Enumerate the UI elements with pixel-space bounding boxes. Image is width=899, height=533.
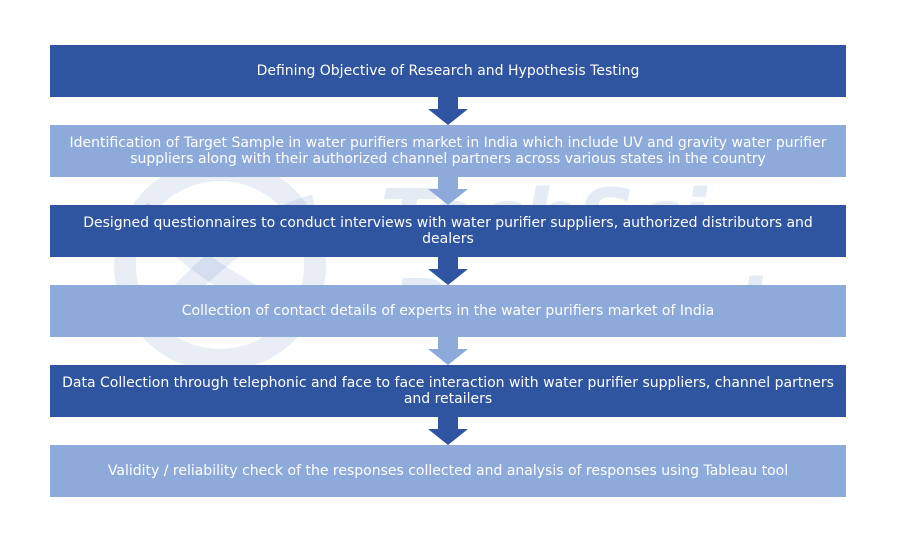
step-label: Data Collection through telephonic and f… [62, 375, 834, 407]
down-arrow-icon [428, 337, 468, 365]
step-identify-target-sample: Identification of Target Sample in water… [50, 125, 846, 177]
step-label: Validity / reliability check of the resp… [107, 463, 789, 479]
step-design-questionnaires: Designed questionnaires to conduct inter… [50, 205, 846, 257]
step-label: Defining Objective of Research and Hypot… [256, 63, 640, 79]
step-data-collection: Data Collection through telephonic and f… [50, 365, 846, 417]
step-collect-contacts: Collection of contact details of experts… [50, 285, 846, 337]
down-arrow-icon [428, 417, 468, 445]
step-define-objective: Defining Objective of Research and Hypot… [50, 45, 846, 97]
down-arrow-icon [428, 97, 468, 125]
down-arrow-icon [428, 257, 468, 285]
step-label: Designed questionnaires to conduct inter… [83, 215, 813, 247]
step-label: Collection of contact details of experts… [181, 303, 715, 319]
step-label: Identification of Target Sample in water… [69, 135, 827, 167]
down-arrow-icon [428, 177, 468, 205]
step-validity-check: Validity / reliability check of the resp… [50, 445, 846, 497]
